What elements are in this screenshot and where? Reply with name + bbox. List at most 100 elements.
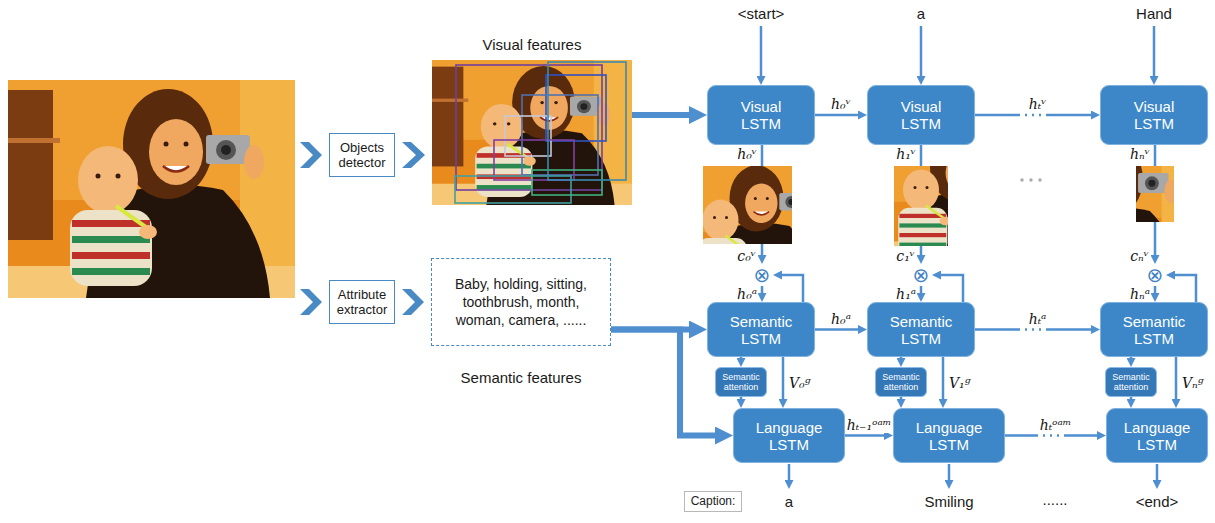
input-word: Hand [1136,5,1172,23]
flow-chevron [402,142,425,168]
region-crop [1001,135,1199,286]
input-word: <start> [738,5,785,23]
state-label: V₀ᵍ [788,375,811,391]
output-arrows [788,464,791,480]
context-vector-label: c₀ᵛ [736,248,757,264]
bounding-boxes [494,140,574,180]
state-label: hₜ₋₁ᵒᵃᵐ [846,417,893,433]
flow-arrow [1130,397,1133,399]
state-label: h₁ᵃ [895,286,917,302]
caption-tag: Caption: [684,491,742,512]
flow-arrow [1130,357,1133,358]
flow-arrow [740,357,743,358]
node-label: Objects detector [334,140,390,170]
node-label: Semantic attention [1108,372,1154,392]
flow-arrow [1175,357,1178,399]
lstm-box: Semantic LSTM [707,302,815,357]
detection-photo [432,60,632,205]
input-photo [8,80,295,298]
flow-arrow [941,275,963,302]
flow-arrow [942,357,945,399]
module-box: Objects detector [329,133,395,177]
attention-box: Semantic attention [875,367,927,397]
multiply-operator: ⊗ [910,264,932,286]
context-vector-label: cₙᵛ [1129,248,1150,264]
section-heading: Semantic features [461,369,582,387]
node-label: Baby, holding, sitting, toothbrush, mont… [440,275,602,329]
node-label: Semantic attention [718,372,764,392]
flow-arrow [900,397,903,399]
flow-arrow [740,397,743,399]
lstm-box: Language LSTM [893,408,1005,463]
module-box: Attribute extractor [329,280,395,324]
state-label: h₀ᵛ [736,146,758,162]
state-label: h₀ᵛ [830,96,852,112]
detection-photo [432,60,632,205]
bounding-boxes [505,116,551,156]
state-label: hₜᵛ [1028,96,1048,112]
state-label: hₙᵃ [1129,286,1151,302]
lstm-box: Semantic LSTM [1100,302,1208,357]
state-label: h₀ᵃ [830,311,852,327]
output-word: <end> [1136,493,1179,511]
node-label: Attribute extractor [334,287,390,317]
output-word: a [785,493,793,511]
state-label: hₙᵛ [1129,146,1151,162]
output-arrows [1156,464,1159,480]
lstm-box: Visual LSTM [867,85,975,145]
state-label: h₁ᵛ [895,146,917,162]
flow-arrow [975,114,1091,117]
state-label: h₀ᵃ [736,286,758,302]
input-arrows [920,26,923,76]
node-label: Semantic LSTM [884,313,958,347]
context-vector-label: c₁ᵛ [895,248,916,264]
node-label: Semantic LSTM [1117,313,1191,347]
flow-arrow [900,357,903,358]
region-crop [861,130,1033,261]
flow-arrow [1005,434,1097,437]
flow-arrow [632,112,689,118]
flow-chevron [402,289,424,315]
state-label: V₁ᵍ [948,375,971,391]
bounding-boxes [522,95,598,175]
output-arrows [948,464,951,480]
node-label: Visual LSTM [884,98,958,132]
ellipsis-dots [1038,178,1041,181]
input-photo [8,80,295,298]
output-word: ...... [1042,491,1067,509]
flow-arrow [815,114,858,117]
flow-arrow [845,434,884,437]
bounding-boxes [532,170,602,195]
region-crop [661,160,833,291]
flow-arrow [611,330,715,436]
input-arrows [761,26,1154,76]
node-label: ⊗ [754,264,771,286]
flow-arrow [782,357,785,399]
ellipsis-dots [1020,178,1023,181]
node-label: Language LSTM [912,419,986,453]
bounding-boxes [548,62,626,180]
lstm-box: Visual LSTM [1100,85,1208,145]
flow-arrow [761,286,764,293]
output-word: Smiling [924,493,973,511]
node-label: Caption: [691,494,736,509]
input-arrows [1153,26,1156,76]
feature-image-panel: Visual features [432,36,632,206]
region-crop [661,160,833,291]
input-arrows [760,26,763,76]
node-label: ⊗ [1147,264,1164,286]
flow-arrow [920,286,923,293]
ellipsis-dots [1020,178,1041,181]
flow-arrow [975,328,1091,331]
node-label: Semantic LSTM [724,313,798,347]
bounding-boxes [546,75,606,141]
lstm-box: Language LSTM [1106,408,1208,463]
flow-arrow [1175,275,1196,302]
node-label: Language LSTM [1120,419,1194,453]
node-label: Visual LSTM [1117,98,1191,132]
region-crop [1001,135,1199,286]
multiply-operator: ⊗ [751,264,773,286]
flow-arrow [1154,286,1157,293]
region-crop [861,130,1033,261]
